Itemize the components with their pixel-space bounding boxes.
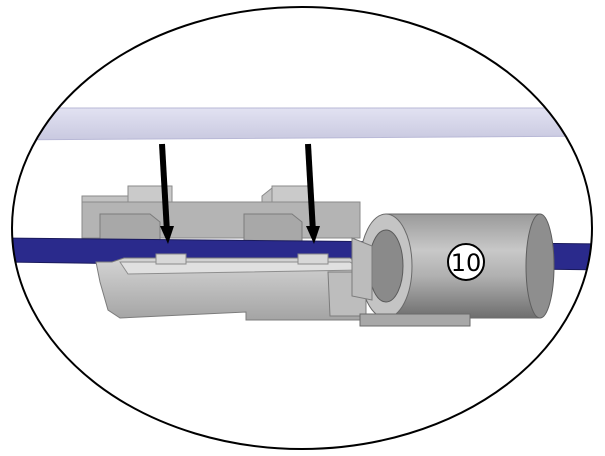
callout-circle [447,243,485,281]
rail [12,107,592,141]
callout-label: 10 [451,249,482,277]
arrow-down-icon [305,143,320,244]
oval-frame [11,6,593,450]
holder-body [95,253,367,321]
part-callout: 10 [447,243,485,281]
arrow-down-icon [159,143,174,244]
back-clips [81,185,361,243]
